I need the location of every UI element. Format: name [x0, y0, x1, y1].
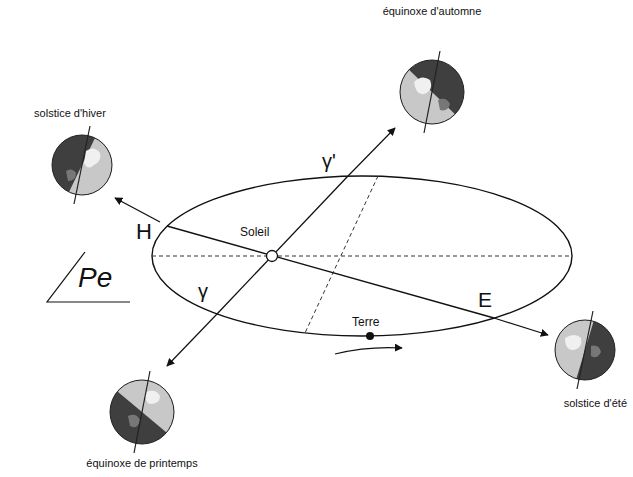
- point-letter: γ': [322, 151, 336, 171]
- spring-globe: [110, 367, 187, 453]
- season-label: équinoxe de printemps: [86, 458, 197, 469]
- point-letter: γ: [198, 281, 208, 301]
- season-label: solstice d'été: [564, 398, 627, 409]
- winter-globe: [52, 126, 122, 205]
- dashed-axis: [305, 176, 378, 333]
- plane-label: Pe: [78, 264, 112, 292]
- winter-arrow: [115, 198, 160, 222]
- motion-arrow: [335, 348, 402, 354]
- autumn-globe: [387, 51, 464, 137]
- earth-dot: [366, 332, 374, 340]
- sun-label: Soleil: [240, 226, 269, 238]
- solstice-line: [167, 226, 494, 318]
- point-letter: E: [478, 289, 492, 310]
- season-label: solstice d'hiver: [34, 108, 106, 119]
- earth-label: Terre: [352, 316, 379, 328]
- plane-symbol: [47, 252, 130, 302]
- major-axis: [152, 256, 572, 257]
- orbit-ellipse: [152, 176, 572, 336]
- autumn-arrow: [348, 128, 395, 176]
- equinox-line: [217, 176, 348, 314]
- spring-arrow: [167, 314, 217, 366]
- season-label: équinoxe d'automne: [383, 6, 482, 17]
- summer-arrow: [494, 318, 548, 335]
- point-letter: H: [136, 221, 152, 243]
- sun-symbol: [267, 251, 278, 262]
- summer-globe: [548, 311, 615, 389]
